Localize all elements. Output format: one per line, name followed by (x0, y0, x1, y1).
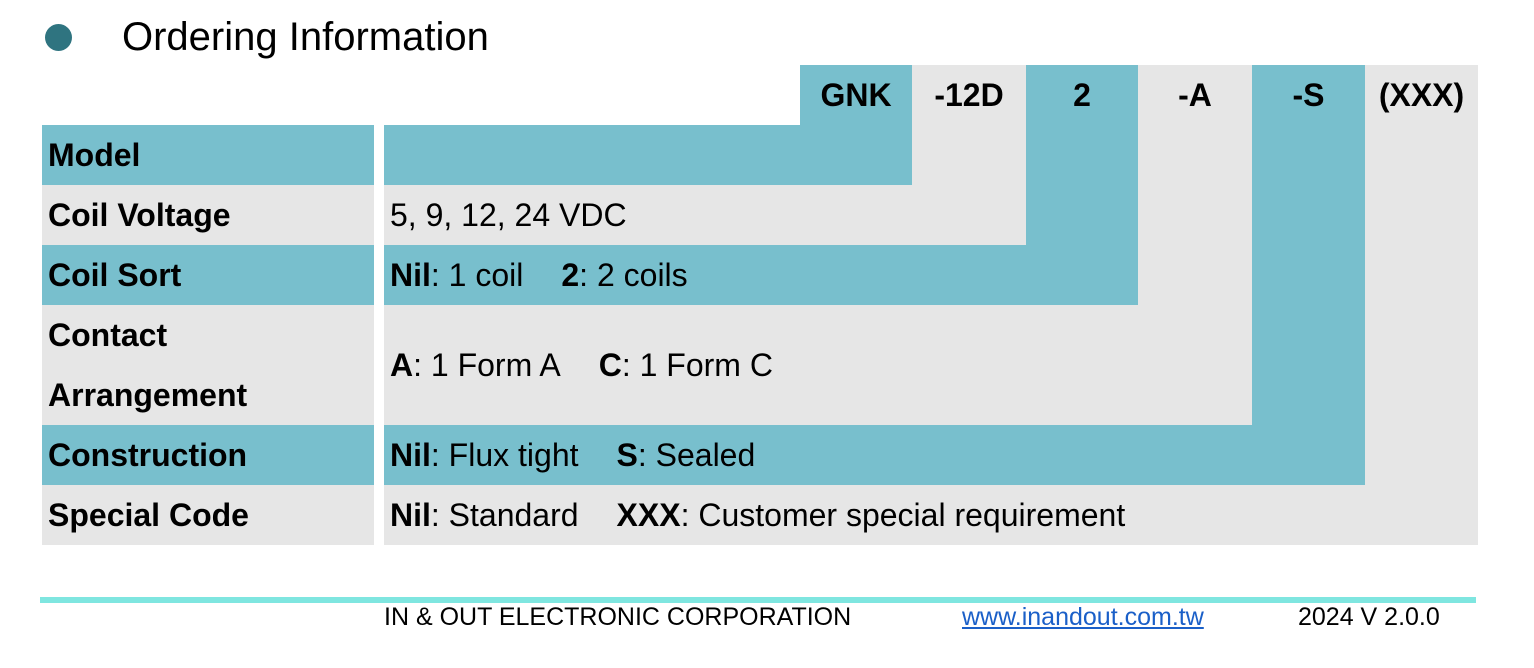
desc-construction: Nil: Flux tight S: Sealed (384, 425, 1365, 485)
code-gnk: GNK (800, 65, 912, 125)
option-text: : 1 coil (430, 256, 524, 293)
label-contact-arrangement: Contact Arrangement (42, 305, 374, 425)
label-contact-line1: Contact (48, 317, 168, 353)
code-coil-sort: 2 (1026, 65, 1138, 125)
code-construction: -S (1252, 65, 1365, 125)
option-text: : Customer special requirement (680, 496, 1126, 533)
option-text: : Sealed (637, 436, 756, 473)
label-model: Model (42, 125, 374, 185)
option-key: Nil (390, 436, 431, 473)
option-key: XXX (616, 496, 681, 533)
footer-website-link[interactable]: www.inandout.com.tw (962, 603, 1204, 631)
label-construction: Construction (42, 425, 374, 485)
option-text: : 1 Form A (413, 346, 561, 383)
code-special: (XXX) (1365, 65, 1478, 125)
footer-company: IN & OUT ELECTRONIC CORPORATION (384, 603, 852, 631)
option-key: A (390, 346, 414, 383)
option-key: C (598, 346, 622, 383)
coil-voltage-values: 5, 9, 12, 24 VDC (390, 196, 627, 233)
label-coil-sort: Coil Sort (42, 245, 374, 305)
option-text: : Flux tight (430, 436, 579, 473)
footer-divider (40, 597, 1476, 603)
option-key: Nil (390, 496, 431, 533)
option-key: Nil (390, 256, 431, 293)
label-contact-line2: Arrangement (48, 377, 248, 413)
desc-coil-voltage: 5, 9, 12, 24 VDC (384, 185, 1026, 245)
option-text: : 1 Form C (621, 346, 773, 383)
section-title: Ordering Information (122, 15, 489, 59)
code-voltage: -12D (912, 65, 1026, 125)
desc-model (384, 125, 912, 185)
column-contact (1138, 125, 1252, 305)
column-voltage (912, 125, 1026, 185)
column-construction (1252, 125, 1365, 425)
option-key: S (616, 436, 638, 473)
desc-contact-arrangement: A: 1 Form A C: 1 Form C (384, 305, 1252, 425)
footer-version: 2024 V 2.0.0 (1298, 603, 1440, 631)
option-text: : Standard (430, 496, 579, 533)
option-key: 2 (561, 256, 580, 293)
label-special-code: Special Code (42, 485, 374, 545)
label-coil-voltage: Coil Voltage (42, 185, 374, 245)
desc-special-code: Nil: Standard XXX: Customer special requ… (384, 485, 1478, 545)
column-special (1365, 125, 1478, 485)
desc-coil-sort: Nil: 1 coil 2: 2 coils (384, 245, 1138, 305)
bullet-icon (45, 24, 72, 51)
code-contact: -A (1138, 65, 1252, 125)
option-text: : 2 coils (579, 256, 688, 293)
column-coil-sort (1026, 125, 1138, 245)
